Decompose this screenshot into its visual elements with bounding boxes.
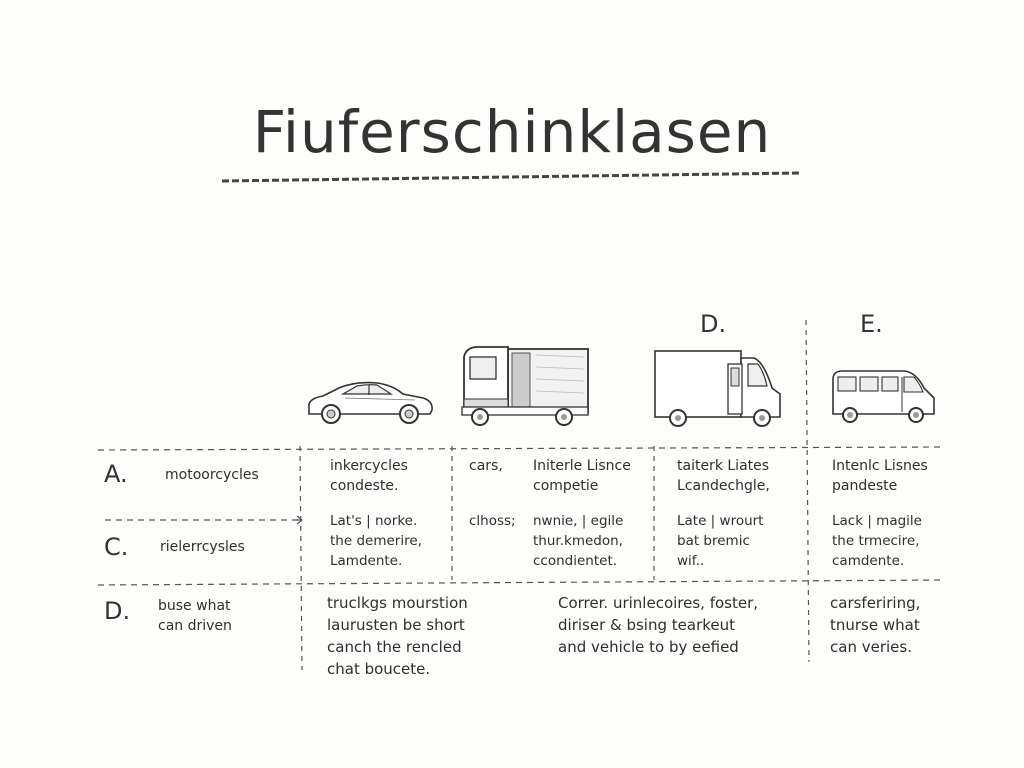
row-category-d: buse what can driven — [158, 598, 232, 634]
row-label-a: A. — [104, 460, 128, 488]
row-category-a: motoorcycles — [165, 467, 259, 483]
sedan-car-icon — [308, 381, 433, 424]
cell-a-col3a: cars, — [469, 458, 503, 474]
box-truck-icon — [461, 346, 589, 426]
row-category-c: rielerrcysles — [160, 539, 245, 555]
page-title: Fiuferschinklasen — [252, 98, 772, 166]
minibus-icon — [832, 370, 935, 423]
cell-c-col5: Lack | magile the trmecire, camdente. — [832, 513, 922, 569]
row-label-c: C. — [104, 533, 129, 561]
cell-c-col3b: nwnie, | egile thur.kmedon, ccondientet. — [533, 513, 624, 569]
column-header-d: D. — [700, 310, 727, 338]
title-underline — [221, 171, 801, 183]
cell-d-col5: carsferiring, tnurse what can veries. — [830, 594, 921, 656]
cell-c-col4: Late | wrourt bat bremic wif.. — [677, 513, 764, 569]
cell-a-col3b: Initerle Lisnce competie — [533, 458, 631, 494]
row-label-d: D. — [104, 597, 131, 625]
cell-a-col4: taiterk Liates Lcandechgle, — [677, 458, 770, 494]
column-header-e: E. — [860, 310, 883, 338]
cell-d-col2: truclkgs mourstion laurusten be short ca… — [327, 594, 468, 678]
delivery-van-icon — [654, 350, 781, 427]
row-divider-top — [97, 446, 946, 451]
cell-a-col5: Intenlc Lisnes pandeste — [832, 458, 928, 494]
cell-d-col34: Correr. urinlecoires, foster, diriser & … — [558, 594, 759, 656]
cell-c-col2: Lat's | norke. the demerire, Lamdente. — [330, 513, 422, 569]
arrow-tick — [296, 515, 303, 525]
col-divider-1 — [299, 445, 303, 671]
row-divider-c-d — [97, 579, 946, 586]
col-divider-4 — [805, 319, 810, 663]
cell-c-col3a: clhoss; — [469, 513, 516, 529]
cell-a-col2: inkercycles condeste. — [330, 458, 408, 494]
